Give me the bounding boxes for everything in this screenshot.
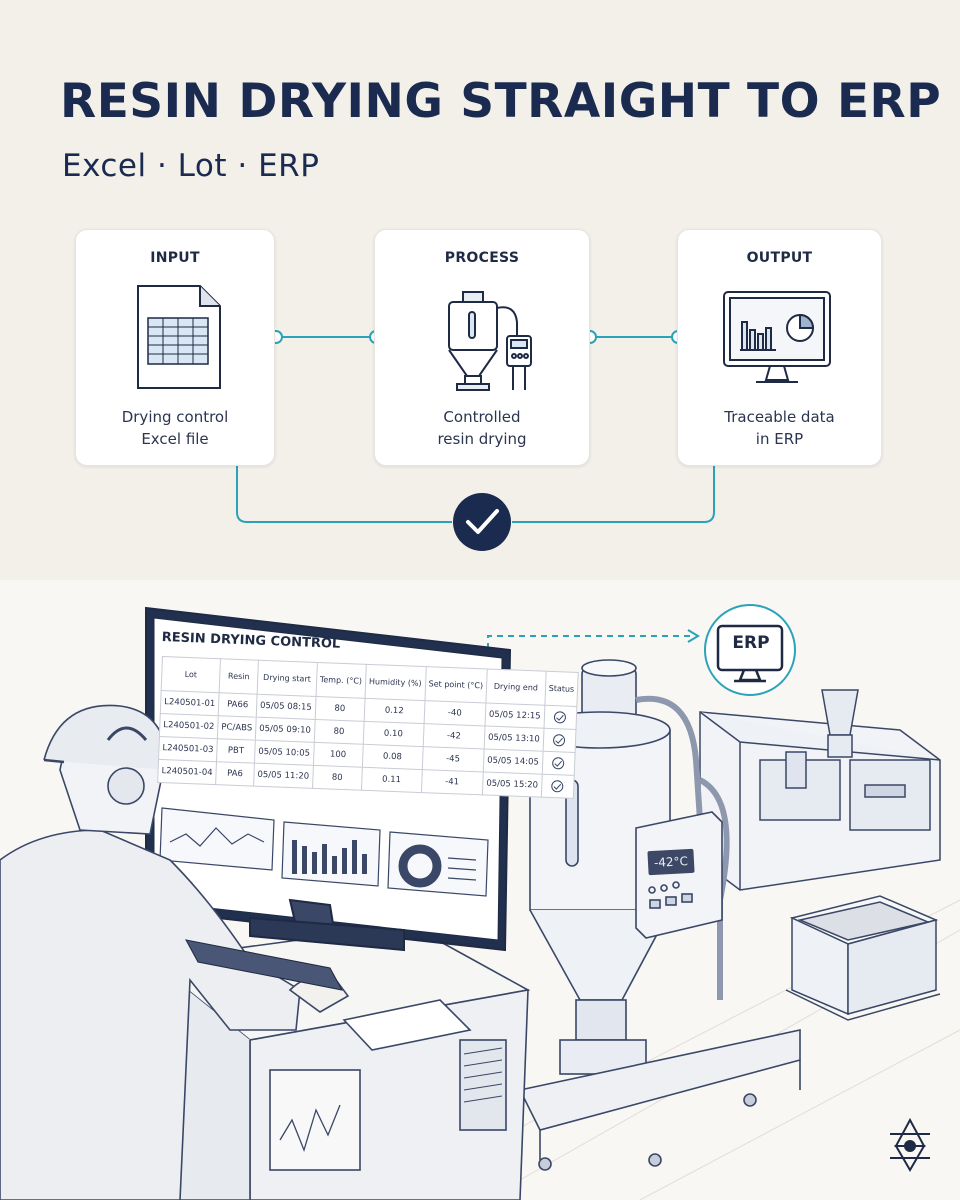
flow-connectors bbox=[236, 330, 715, 551]
output-label: OUTPUT bbox=[746, 250, 813, 266]
status-check-icon bbox=[551, 780, 564, 793]
status-check-icon bbox=[553, 734, 566, 747]
output-description: Traceable data in ERP bbox=[724, 408, 835, 448]
status-check-icon bbox=[552, 757, 565, 770]
brand-logo-icon bbox=[890, 1117, 930, 1172]
worker bbox=[0, 704, 350, 1200]
col-drying-start: Drying start bbox=[257, 660, 317, 697]
input-card: INPUT Drying control Excel file bbox=[75, 229, 275, 466]
col-temp: Temp. (°C) bbox=[315, 662, 367, 699]
keyboard bbox=[185, 939, 343, 991]
col-resin: Resin bbox=[219, 658, 259, 695]
col-drying-end: Drying end bbox=[485, 668, 546, 706]
dryer-control-box bbox=[635, 811, 723, 939]
pellet-crate bbox=[785, 895, 941, 1021]
dryer-temperature-readout: -42°C bbox=[647, 848, 695, 876]
monitor-chart-icon bbox=[723, 291, 831, 383]
page-subtitle: Excel · Lot · ERP bbox=[62, 148, 320, 184]
connector-output-check bbox=[512, 466, 715, 523]
status-check-icon bbox=[554, 711, 567, 724]
drying-table: Lot Resin Drying start Temp. (°C) Humidi… bbox=[157, 656, 579, 799]
molding-machine bbox=[699, 689, 941, 891]
erp-monitor-icon bbox=[704, 604, 796, 696]
check-icon bbox=[453, 493, 511, 551]
connector-input-check bbox=[236, 466, 452, 523]
dryer-icon bbox=[448, 291, 532, 391]
spreadsheet-icon bbox=[137, 285, 221, 389]
col-lot: Lot bbox=[161, 656, 221, 693]
process-card: PROCESS Controlled resin drying bbox=[374, 229, 590, 466]
col-status: Status bbox=[544, 671, 579, 707]
input-description: Drying control Excel file bbox=[121, 408, 229, 448]
erp-label: ERP bbox=[732, 633, 770, 653]
col-set-point: Set point (°C) bbox=[424, 666, 488, 703]
col-humidity: Humidity (%) bbox=[364, 664, 426, 701]
input-label: INPUT bbox=[150, 250, 200, 266]
output-card: OUTPUT Traceable data in ERP bbox=[677, 229, 882, 466]
process-label: PROCESS bbox=[444, 250, 520, 266]
page-title: RESIN DRYING STRAIGHT TO ERP bbox=[60, 74, 942, 129]
process-description: Controlled resin drying bbox=[437, 408, 527, 448]
